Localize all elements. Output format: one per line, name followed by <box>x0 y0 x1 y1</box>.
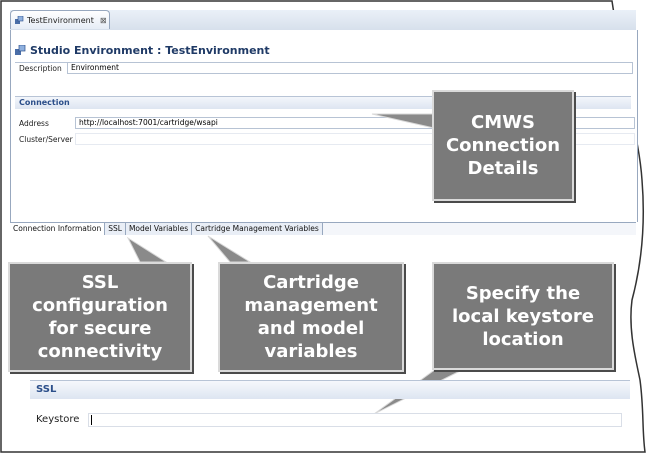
cluster-row: Cluster/Server <box>19 135 73 144</box>
description-label: Description <box>19 64 62 73</box>
close-icon[interactable]: ⊠ <box>99 15 107 25</box>
ssl-section-header: SSL <box>30 380 630 399</box>
connection-section-title: Connection <box>19 98 70 107</box>
editor-bottom-tabs: Connection Information SSL Model Variabl… <box>10 222 636 235</box>
tab-ssl[interactable]: SSL <box>105 223 126 235</box>
keystore-field[interactable] <box>88 413 622 427</box>
tab-cartridge-management-variables[interactable]: Cartridge Management Variables <box>192 223 323 235</box>
environment-icon <box>15 44 26 56</box>
editor-tab-label: TestEnvironment <box>27 15 94 25</box>
keystore-row: Keystore <box>36 414 86 425</box>
keystore-callout: Specify the local keystore location <box>432 262 614 370</box>
cartridge-callout: Cartridge management and model variables <box>218 262 404 372</box>
ssl-pointer <box>126 236 168 263</box>
cartridge-callout-text: Cartridge management and model variables <box>244 272 378 362</box>
ssl-callout: SSL configuration for secure connectivit… <box>8 262 192 372</box>
address-row: Address <box>19 119 69 128</box>
page-header: Studio Environment : TestEnvironment <box>15 44 270 57</box>
cmws-callout: CMWS Connection Details <box>432 90 574 201</box>
page-title: Studio Environment : TestEnvironment <box>30 44 270 57</box>
cluster-label: Cluster/Server <box>19 135 73 144</box>
environment-icon <box>15 15 24 25</box>
cmws-pointer <box>371 113 435 129</box>
tab-connection-information[interactable]: Connection Information <box>10 223 106 235</box>
ssl-callout-text: SSL configuration for secure connectivit… <box>32 272 168 362</box>
tab-model-variables[interactable]: Model Variables <box>125 223 193 235</box>
address-label: Address <box>19 119 49 128</box>
cmws-callout-text: CMWS Connection Details <box>445 112 561 179</box>
ssl-section-title: SSL <box>36 384 57 395</box>
text-cursor <box>91 415 92 425</box>
description-row: Description <box>19 64 69 73</box>
editor-tab-bar: TestEnvironment ⊠ <box>10 10 636 31</box>
keystore-callout-text: Specify the local keystore location <box>452 282 594 350</box>
description-field[interactable]: Environment <box>67 62 633 74</box>
keystore-label: Keystore <box>36 414 80 425</box>
cartridge-pointer <box>207 235 252 263</box>
ssl-panel: SSL Keystore <box>30 380 630 440</box>
editor-tab[interactable]: TestEnvironment ⊠ <box>10 10 110 29</box>
